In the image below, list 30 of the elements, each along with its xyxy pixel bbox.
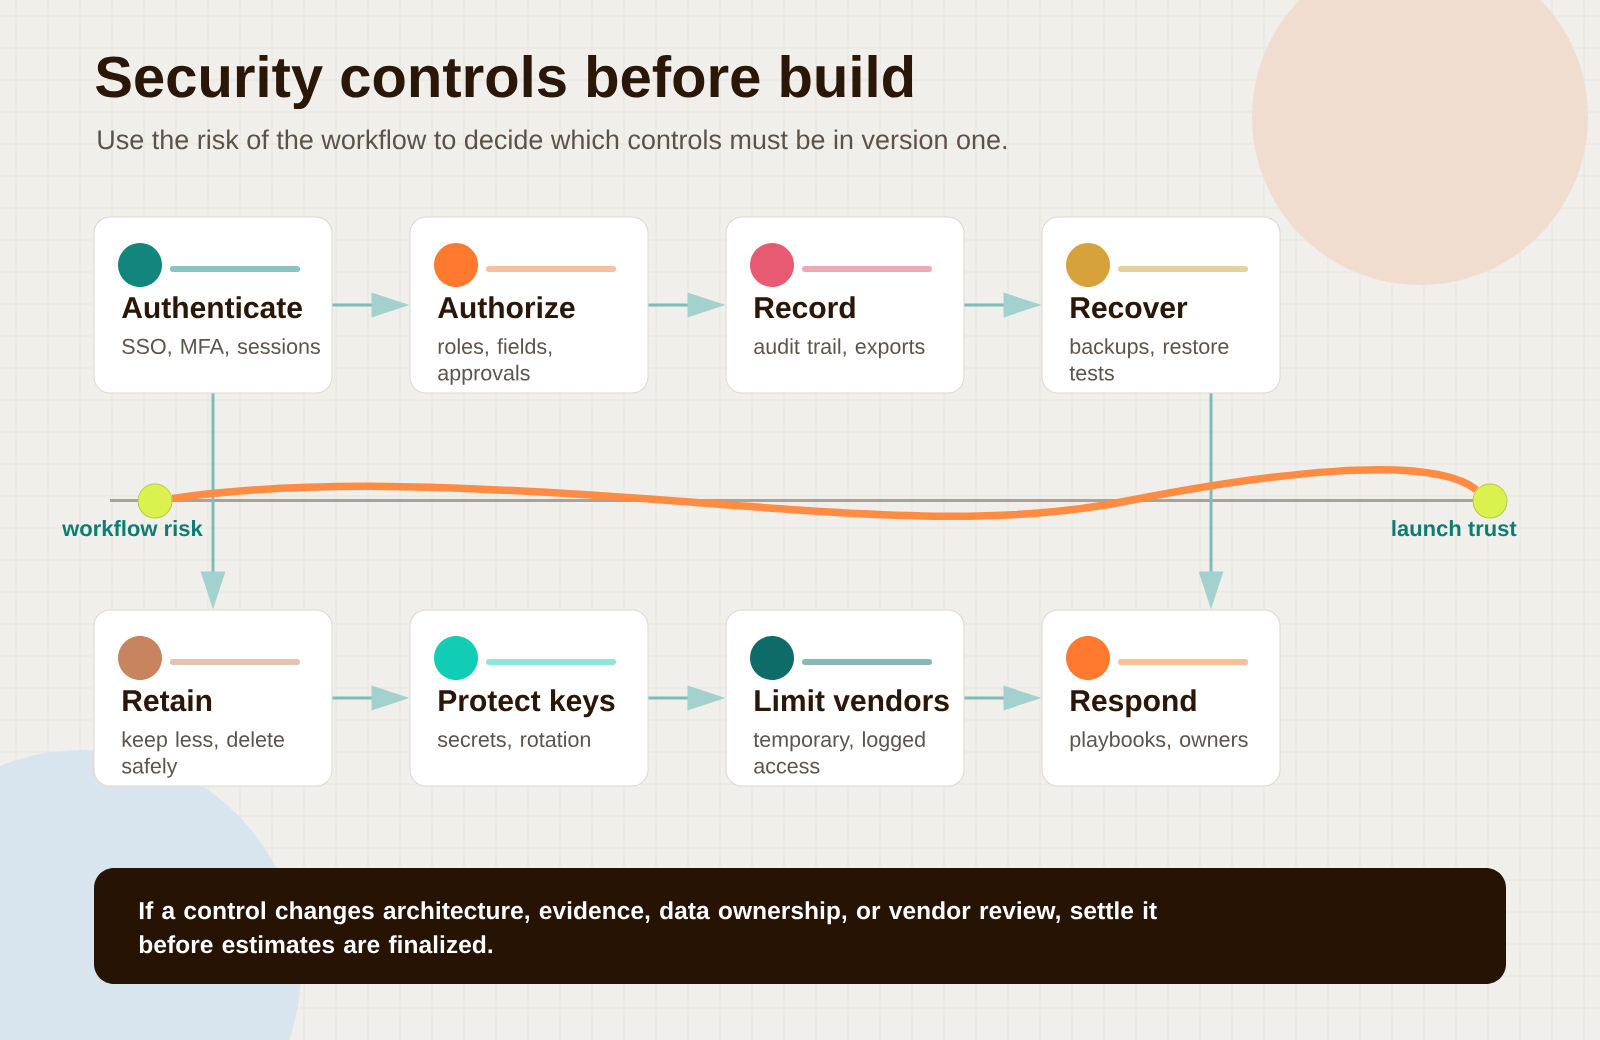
card <box>93 216 333 394</box>
curved-line <box>171 466 1479 520</box>
card-text: SSO, MFA, sessions <box>122 338 320 357</box>
card-text: roles, fields, approvals <box>438 338 552 385</box>
card-text: audit trail, exports <box>754 338 925 359</box>
card-title: Protect keys <box>439 689 615 718</box>
card-title: Record <box>755 296 855 319</box>
card-title: Retain <box>123 689 212 712</box>
card-text: backups, restore tests <box>1069 338 1229 381</box>
note-banner: If a control changes architecture, evidence, data ownership, or vendor review, settle it before estimates are finalized. <box>94 868 1506 984</box>
card-title: Recover <box>1071 297 1188 319</box>
card <box>1041 609 1281 787</box>
card <box>409 216 649 394</box>
card <box>725 216 965 394</box>
card <box>1041 216 1281 394</box>
end-label: launch trust <box>1392 520 1517 537</box>
card <box>725 609 965 787</box>
subtitle: Use the risk of the workflow to decide which controls must be in version one. <box>98 129 1007 150</box>
card-text: secrets, rotation <box>437 731 590 750</box>
card-title: Authorize <box>438 296 575 319</box>
end-label: workflow risk <box>62 520 203 537</box>
title: Security controls before build <box>95 54 913 110</box>
card-title: Limit vendors <box>755 689 949 712</box>
card <box>409 609 649 787</box>
card-title: Authenticate <box>122 296 302 319</box>
card-text: playbooks, owners <box>1070 731 1248 752</box>
card-title: Respond <box>1071 689 1196 718</box>
card <box>93 609 333 787</box>
card-text: keep less, delete safely <box>121 731 284 778</box>
card-text: temporary, logged access <box>753 731 925 774</box>
